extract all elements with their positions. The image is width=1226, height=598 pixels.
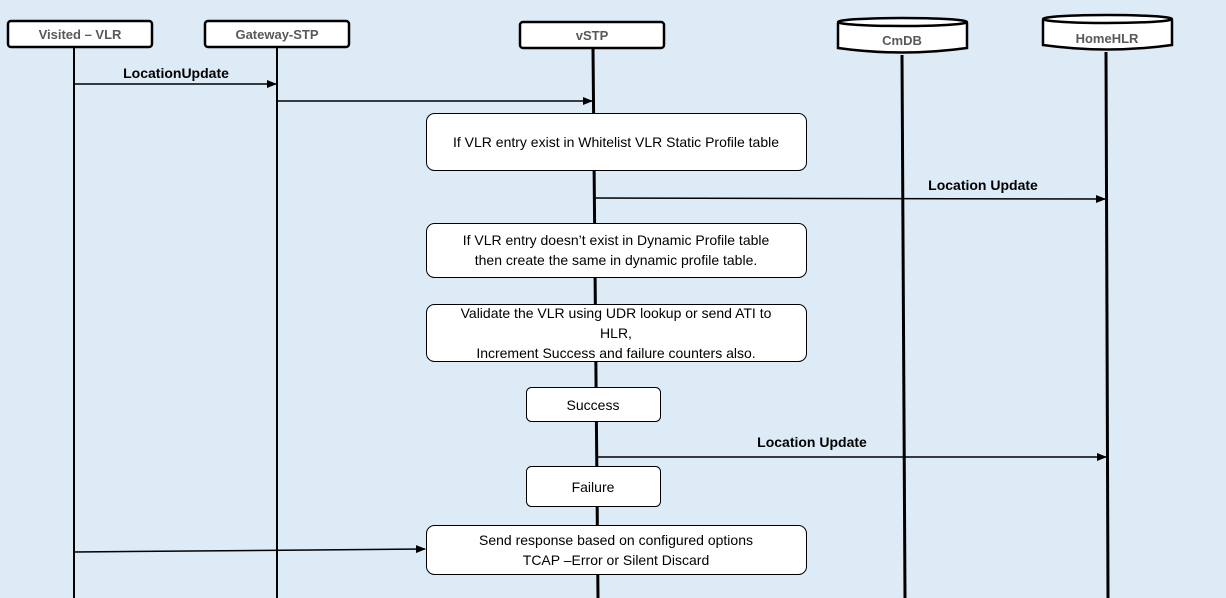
- participant-vstp-label: vSTP: [576, 28, 609, 43]
- box-send-response: Send response based on configured option…: [426, 525, 807, 575]
- message-location-update-3-label: Location Update: [757, 434, 867, 450]
- box-whitelist-check-text: If VLR entry exist in Whitelist VLR Stat…: [453, 134, 779, 150]
- message-location-update-1-label: LocationUpdate: [123, 65, 229, 81]
- box-dynamic-profile-line-2: then create the same in dynamic profile …: [475, 252, 758, 268]
- box-validate-vlr-line-2: HLR,: [600, 325, 632, 341]
- participant-visited-vlr: Visited – VLR: [6, 19, 154, 49]
- message-location-update-3: Location Update: [597, 434, 1107, 461]
- lifeline-cmdb: [900, 54, 907, 598]
- message-location-update-1: LocationUpdate: [74, 65, 277, 88]
- box-validate-vlr-line-1: Validate the VLR using UDR lookup or sen…: [461, 305, 772, 321]
- box-success-text: Success: [567, 397, 620, 413]
- message-vlr-to-response: [73, 545, 426, 554]
- participant-homehlr-label: HomeHLR: [1076, 31, 1139, 46]
- box-validate-vlr-line-3: Increment Success and failure counters a…: [476, 345, 755, 361]
- box-failure: Failure: [526, 466, 661, 507]
- participant-homehlr: HomeHLR: [1041, 13, 1174, 51]
- box-failure-text: Failure: [572, 479, 615, 495]
- box-send-response-line-1: Send response based on configured option…: [479, 532, 753, 548]
- box-dynamic-profile-line-1: If VLR entry doesn’t exist in Dynamic Pr…: [463, 232, 770, 248]
- participant-cmdb: CmDB: [836, 16, 969, 54]
- participant-gateway-stp: Gateway-STP: [203, 19, 351, 49]
- participant-visited-vlr-label: Visited – VLR: [39, 27, 122, 42]
- cmdb-cylinder-top: [836, 16, 969, 28]
- participant-cmdb-label: CmDB: [882, 33, 922, 48]
- message-location-update-2: Location Update: [593, 177, 1106, 203]
- participant-vstp: vSTP: [518, 20, 666, 50]
- box-success: Success: [526, 387, 661, 422]
- box-whitelist-check: If VLR entry exist in Whitelist VLR Stat…: [426, 113, 807, 171]
- cmdb-cylinder-icon: [836, 23, 969, 54]
- box-send-response-line-2: TCAP –Error or Silent Discard: [523, 552, 709, 568]
- box-dynamic-profile: If VLR entry doesn’t exist in Dynamic Pr…: [426, 223, 807, 278]
- box-validate-vlr: Validate the VLR using UDR lookup or sen…: [426, 304, 807, 362]
- lifeline-homehlr: [1104, 51, 1110, 598]
- participant-gateway-stp-label: Gateway-STP: [235, 27, 318, 42]
- homehlr-cylinder-top: [1041, 13, 1174, 25]
- homehlr-cylinder-icon: [1041, 20, 1174, 51]
- message-location-update-2-label: Location Update: [928, 177, 1038, 193]
